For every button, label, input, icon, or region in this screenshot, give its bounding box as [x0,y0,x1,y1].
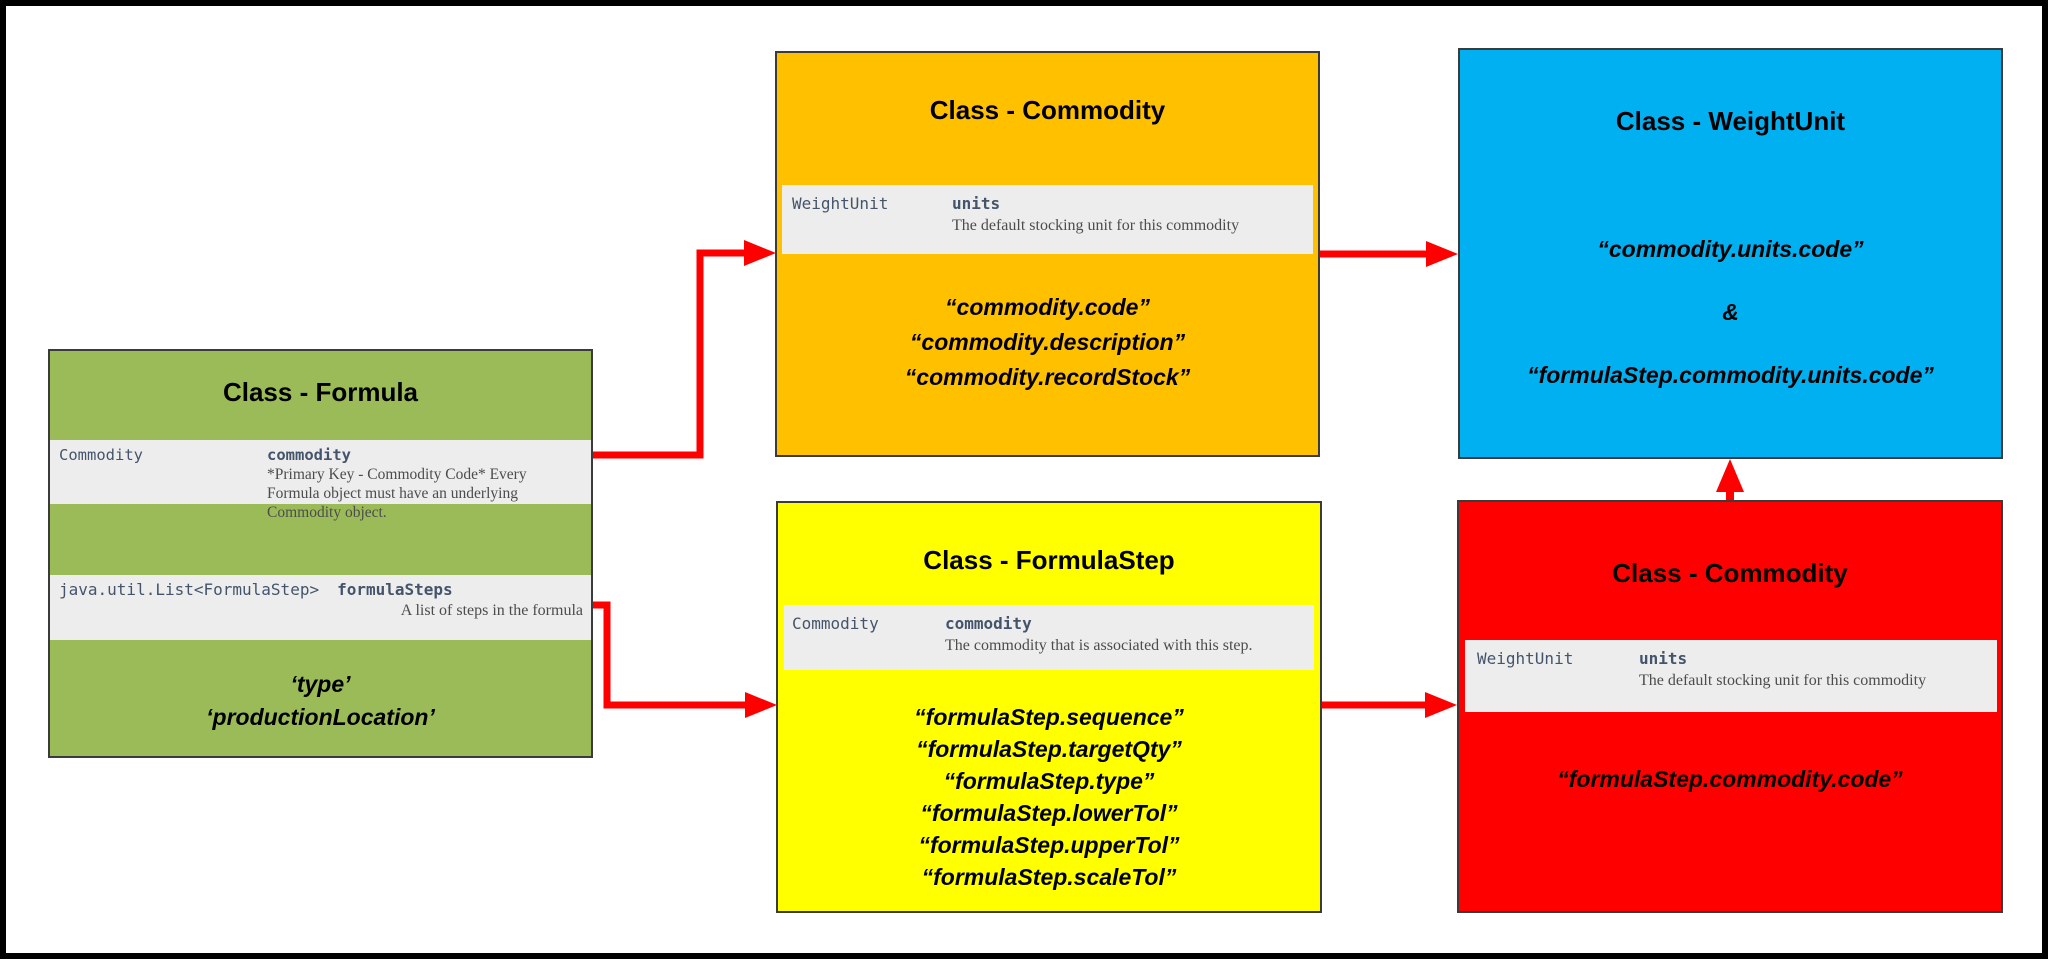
field-type: WeightUnit [792,194,889,213]
class-box-formula: Class - Formula Commodity commodity *Pri… [48,349,593,758]
binding-list-commodity-bottom: “formulaStep.commodity.code” [1459,764,2001,794]
binding-list-formula: ‘type’ ‘productionLocation’ [50,668,591,734]
box-title-formulastep: Class - FormulaStep [923,545,1175,575]
binding-line: “formulaStep.commodity.code” [1557,766,1903,792]
field-detail: commodity *Primary Key - Commodity Code*… [267,446,581,522]
field-name: commodity [945,614,1032,633]
binding-line: ‘productionLocation’ [206,704,435,730]
box-title-commodity-bottom: Class - Commodity [1612,558,1848,588]
field-name: units [1639,649,1688,668]
binding-list-commodity-top: “commodity.code” “commodity.description”… [777,290,1318,395]
class-box-weightunit: Class - WeightUnit “commodity.units.code… [1458,48,2003,459]
binding-line: “formulaStep.scaleTol” [921,864,1177,890]
binding-line: “formulaStep.commodity.units.code” [1527,362,1934,388]
field-row-commodity: Commodity commodity *Primary Key - Commo… [50,440,591,521]
field-detail: units The default stocking unit for this… [1639,649,1987,691]
binding-line: “formulaStep.type” [943,768,1155,794]
field-description: *Primary Key - Commodity Code* Every For… [267,466,527,521]
field-description: The default stocking unit for this commo… [1639,672,1927,689]
field-description: The commodity that is associated with th… [945,637,1253,654]
field-description: The default stocking unit for this commo… [952,217,1240,234]
field-type: java.util.List<FormulaStep> [59,580,320,599]
binding-line: “formulaStep.lowerTol” [920,800,1178,826]
class-box-commodity-top: Class - Commodity WeightUnit units The d… [775,51,1320,457]
box-title-commodity-top: Class - Commodity [929,95,1166,125]
field-signature: java.util.List<FormulaStep> formulaSteps [59,580,583,600]
field-description: A list of steps in the formula [400,602,583,619]
field-detail: units The default stocking unit for this… [952,194,1303,236]
binding-list-formulastep: “formulaStep.sequence” “formulaStep.targ… [778,701,1320,893]
field-type: Commodity [792,614,879,633]
binding-list-weightunit: “commodity.units.code” & “formulaStep.co… [1460,218,2001,407]
box-title-weightunit: Class - WeightUnit [1615,106,1846,136]
binding-line: “commodity.description” [909,329,1186,355]
class-box-formulastep: Class - FormulaStep Commodity commodity … [776,501,1322,913]
field-name: commodity [267,446,351,464]
box-title-formula: Class - Formula [222,377,419,407]
field-detail: commodity The commodity that is associat… [945,614,1304,656]
field-name: units [952,194,1001,213]
binding-line: “commodity.recordStock” [904,364,1191,390]
class-box-commodity-bottom: Class - Commodity WeightUnit units The d… [1457,500,2003,913]
binding-line: & [1722,299,1739,325]
field-row-units: WeightUnit units The default stocking un… [782,185,1313,254]
binding-line: “formulaStep.targetQty” [916,736,1182,762]
binding-line: “formulaStep.upperTol” [918,832,1180,858]
binding-line: ‘type’ [290,671,351,697]
field-type: Commodity [59,446,143,464]
field-type: WeightUnit [1477,649,1574,668]
binding-line: “commodity.units.code” [1597,236,1864,262]
binding-line: “commodity.code” [945,294,1150,320]
field-row-commodity: Commodity commodity The commodity that i… [784,605,1314,670]
binding-line: “formulaStep.sequence” [914,704,1184,730]
field-row-formulasteps: java.util.List<FormulaStep>formulaSteps … [50,575,591,640]
field-name: formulaSteps [337,580,453,599]
field-row-units: WeightUnit units The default stocking un… [1465,640,1997,712]
